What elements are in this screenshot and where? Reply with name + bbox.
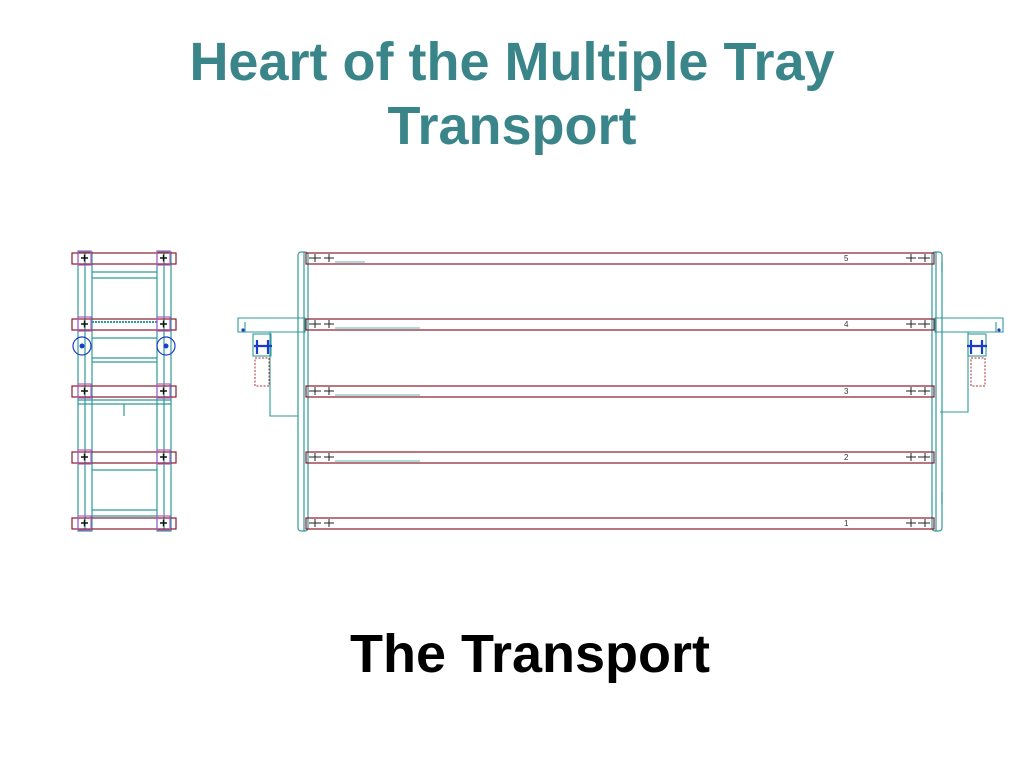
slide-title: Heart of the Multiple Tray Transport [0, 30, 1024, 158]
front-view-tray-labels: 5 4 3 2 1 [844, 254, 849, 528]
front-view-tray-lines [335, 261, 420, 462]
side-view-wheels [72, 336, 176, 356]
front-view-frame [297, 251, 943, 532]
tray-label-2: 2 [844, 453, 849, 462]
front-view-trays [305, 252, 935, 530]
front-view-fasteners [309, 254, 930, 527]
side-view-trays [71, 252, 177, 530]
slide-caption: The Transport [349, 624, 711, 684]
title-line-2: Transport [387, 96, 637, 156]
side-view-brackets [77, 250, 171, 531]
tray-label-4: 4 [844, 320, 849, 329]
tray-label-5: 5 [844, 254, 849, 263]
side-view-fasteners [81, 254, 167, 527]
side-view [71, 250, 177, 532]
front-view-actuators [241, 328, 1001, 387]
front-view-left-arm [237, 317, 306, 417]
tray-label-3: 3 [844, 387, 849, 396]
front-view: 5 4 3 2 1 [237, 251, 1004, 532]
tray-label-1: 1 [844, 519, 849, 528]
front-view-right-arm [934, 317, 1004, 413]
title-line-1: Heart of the Multiple Tray [189, 32, 835, 92]
